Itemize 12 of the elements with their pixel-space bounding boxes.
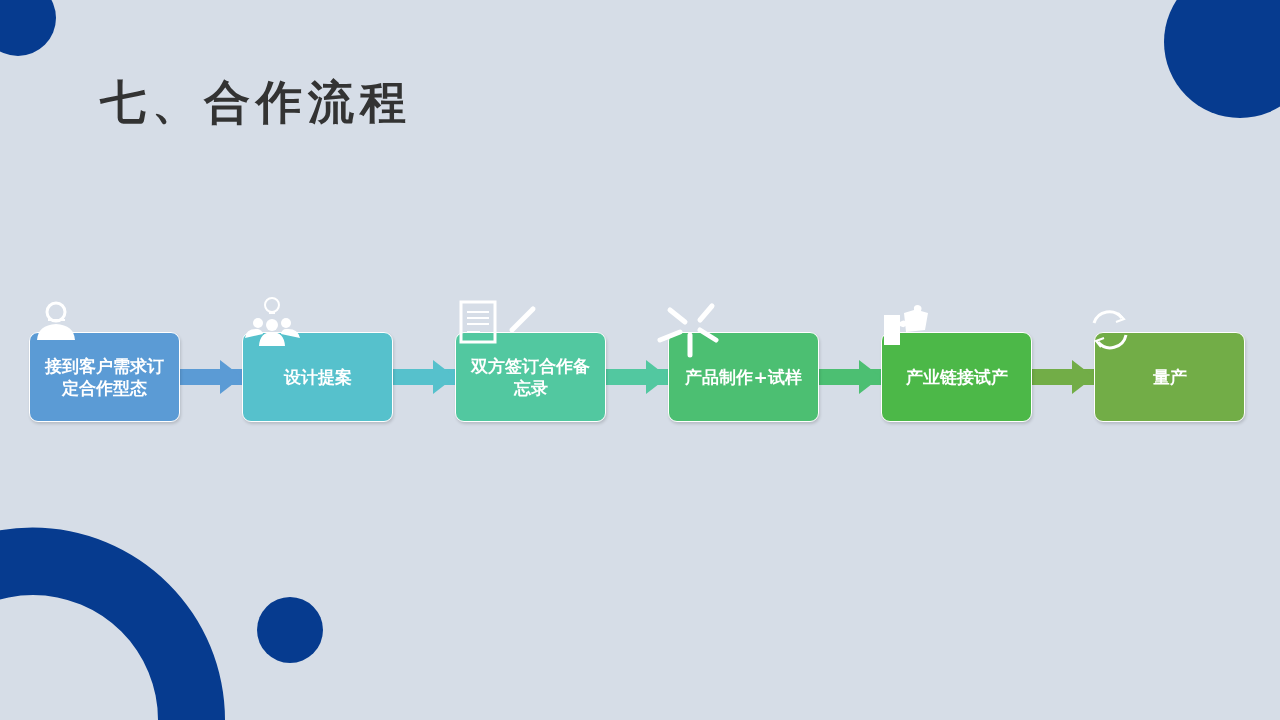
process-box: 双方签订合作备忘录 [455, 332, 606, 422]
process-box: 量产 [1094, 332, 1245, 422]
process-box: 产品制作+试样 [668, 332, 819, 422]
arrow [819, 360, 881, 394]
process-box: 接到客户需求订定合作型态 [29, 332, 180, 422]
process-box: 设计提案 [242, 332, 393, 422]
arrow [1032, 360, 1094, 394]
arrow [393, 360, 455, 394]
arrow [606, 360, 668, 394]
process-box: 产业链接试产 [881, 332, 1032, 422]
arrow [180, 360, 242, 394]
title: 七、合作流程 [100, 74, 412, 131]
